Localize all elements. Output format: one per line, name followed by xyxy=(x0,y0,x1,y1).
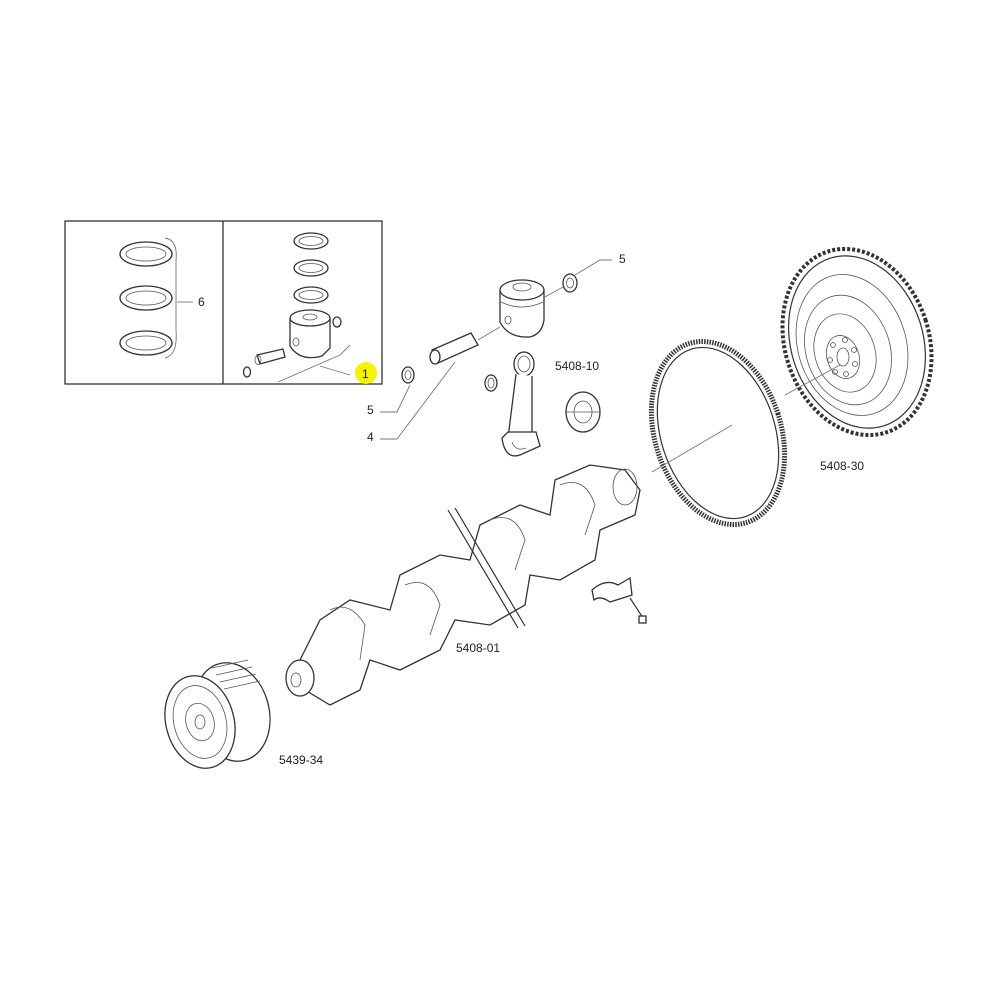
rod-bearing-shells[interactable] xyxy=(565,391,601,433)
main-bearing-cap[interactable] xyxy=(591,576,633,603)
piston-ring-set[interactable] xyxy=(119,237,193,359)
callout-circlip-top[interactable]: 5 xyxy=(619,252,626,266)
small-end-bushing[interactable] xyxy=(484,374,498,392)
callout-circlip-left[interactable]: 5 xyxy=(367,403,374,417)
crankshaft-pulley[interactable] xyxy=(155,654,281,776)
connecting-rod[interactable] xyxy=(501,351,541,457)
piston-pin[interactable] xyxy=(429,326,501,365)
circlip-top[interactable] xyxy=(544,259,612,298)
callout-piston-pin[interactable]: 4 xyxy=(367,430,374,444)
piston[interactable] xyxy=(499,279,545,338)
circlip-left[interactable] xyxy=(401,366,415,384)
ring-gear[interactable] xyxy=(629,324,807,542)
callout-ring-set[interactable]: 6 xyxy=(198,295,205,309)
inset-box xyxy=(64,220,383,385)
crankshaft[interactable] xyxy=(285,464,641,706)
bearing-cap-bolt[interactable] xyxy=(629,597,647,624)
flywheel[interactable] xyxy=(759,229,955,454)
callout-flywheel[interactable]: 5408-30 xyxy=(820,459,864,473)
leader-circlip-left xyxy=(380,384,411,413)
piston-kit-inset[interactable] xyxy=(242,232,351,383)
callout-piston-kit[interactable]: 1 xyxy=(355,362,377,384)
callout-pulley[interactable]: 5439-34 xyxy=(279,753,323,767)
callout-crankshaft[interactable]: 5408-01 xyxy=(456,641,500,655)
callout-connecting-rod[interactable]: 5408-10 xyxy=(555,359,599,373)
svg-text:1: 1 xyxy=(362,367,369,381)
leader-piston-pin xyxy=(380,361,456,440)
